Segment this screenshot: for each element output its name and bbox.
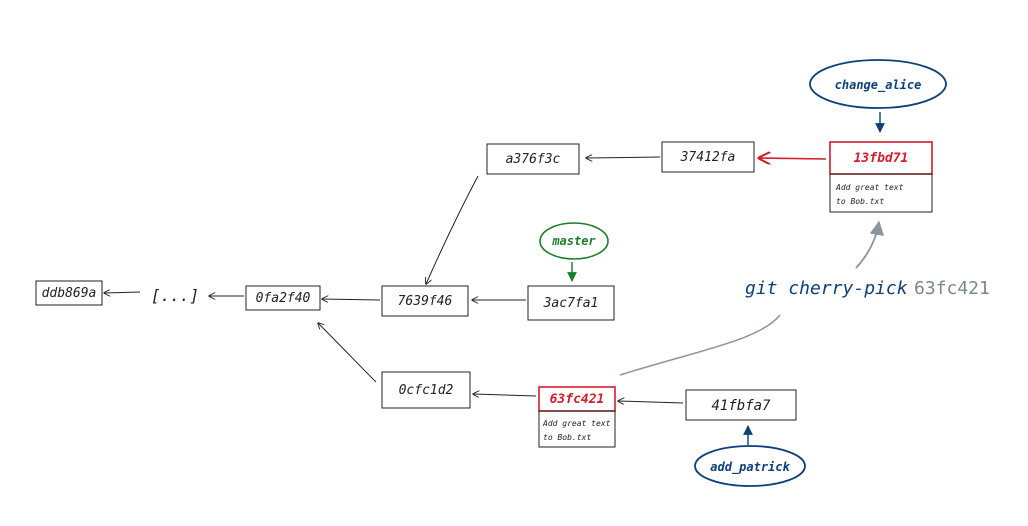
- commit-hash: 0cfc1d2: [399, 383, 454, 398]
- commit-ellipsis: [...]: [151, 286, 199, 305]
- commit-hash: ddb869a: [42, 286, 97, 301]
- edge-13f-to-374: [759, 158, 827, 159]
- commit-hash: 0fa2f40: [256, 291, 311, 306]
- branch-master: master: [539, 222, 609, 282]
- commit-ddb869a: ddb869a: [35, 280, 103, 306]
- commit-hash: 7639f46: [398, 294, 453, 309]
- commit-hash: 3ac7fa1: [543, 296, 599, 311]
- commit-13fbd71: 13fbd71 Add great text to Bob.txt: [829, 141, 933, 213]
- command-hash: 63fc421: [914, 278, 990, 299]
- commit-message-line1: Add great text: [835, 183, 904, 192]
- commit-63fc421: 63fc421 Add great text to Bob.txt: [538, 386, 616, 448]
- commit-hash: 37412fa: [680, 150, 736, 165]
- edge-0cf-to-0fa: [318, 323, 377, 383]
- edge-63f-to-0cf: [473, 394, 537, 396]
- branch-label: master: [551, 234, 596, 248]
- edge-41f-to-63f: [618, 401, 684, 403]
- edges: [104, 157, 684, 403]
- commit-message-line2: to Bob.txt: [543, 433, 591, 442]
- branch-label: change_alice: [835, 78, 922, 93]
- commit-hash: 63fc421: [550, 392, 605, 407]
- commit-3ac7fa1: 3ac7fa1: [527, 285, 615, 321]
- commit-a376f3c: a376f3c: [486, 143, 580, 175]
- commit-hash: [...]: [151, 286, 199, 305]
- edge-a37-to-763: [426, 175, 479, 284]
- edge-763-to-0fa: [322, 299, 381, 300]
- edge-374-to-a37: [586, 157, 661, 158]
- edge-ellipsis-to-ddb: [104, 292, 141, 293]
- commit-hash: 13fbd71: [854, 151, 909, 166]
- commit-message-line1: Add great text: [542, 419, 611, 428]
- commit-message-line2: to Bob.txt: [836, 197, 884, 206]
- commit-0fa2f40: 0fa2f40: [245, 285, 321, 311]
- commit-hash: 41fbfa7: [711, 398, 771, 414]
- branch-add-patrick: add_patrick: [694, 425, 806, 487]
- cherry-pick-command: git cherry-pick 63fc421: [745, 278, 990, 299]
- branch-change-alice: change_alice: [809, 59, 947, 133]
- cherry-pick-arrow: [855, 220, 884, 269]
- commit-hash: a376f3c: [506, 152, 561, 167]
- cherry-pick-curve: [619, 314, 781, 376]
- commit-7639f46: 7639f46: [381, 285, 469, 317]
- command-verb: git cherry-pick: [745, 278, 908, 299]
- commit-37412fa: 37412fa: [661, 141, 755, 173]
- branch-label: add_patrick: [710, 460, 790, 475]
- commit-41fbfa7: 41fbfa7: [685, 389, 797, 421]
- commit-0cfc1d2: 0cfc1d2: [381, 371, 471, 409]
